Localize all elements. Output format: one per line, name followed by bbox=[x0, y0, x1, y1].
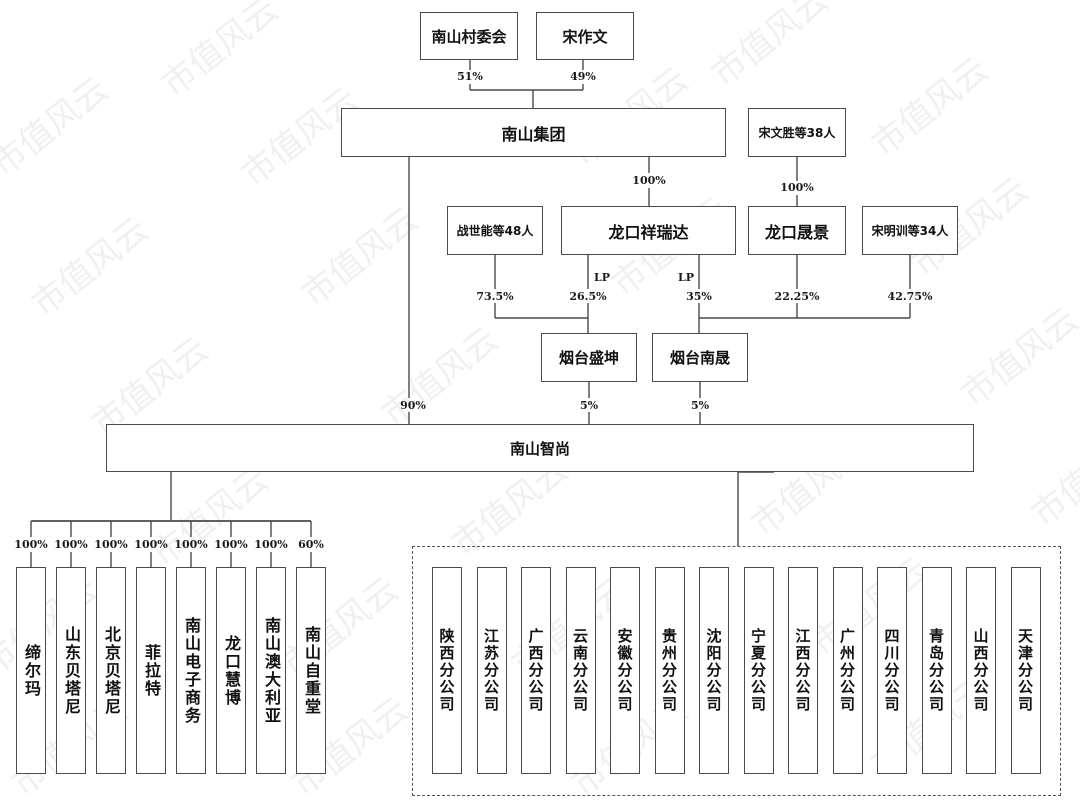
node-label: 天津分公司 bbox=[1016, 628, 1034, 713]
branch-office-box: 安徽分公司 bbox=[610, 567, 640, 774]
node-label: 烟台盛坤 bbox=[558, 349, 619, 367]
company-longkou-chengjing: 龙口晟景 bbox=[748, 206, 846, 255]
subsidiary-box: 龙口慧博 bbox=[216, 567, 246, 774]
branch-office-box: 四川分公司 bbox=[877, 567, 907, 774]
subsidiary-box: 南山自重堂 bbox=[296, 567, 326, 774]
ownership-pct: 49% bbox=[570, 70, 596, 83]
ownership-pct: 5% bbox=[579, 399, 599, 412]
ownership-pct: 22.25% bbox=[774, 290, 820, 303]
node-label: 山西分公司 bbox=[971, 628, 990, 713]
node-label: 南山智尚 bbox=[509, 439, 570, 458]
branch-office-box: 天津分公司 bbox=[1010, 567, 1041, 774]
branch-office-box: 江西分公司 bbox=[788, 567, 818, 774]
node-label: 烟台南晟 bbox=[669, 349, 730, 367]
ownership-pct: 26.5% bbox=[569, 290, 607, 303]
node-label: 青岛分公司 bbox=[927, 628, 945, 713]
company-nanshan-zhishang: 南山智尚 bbox=[106, 424, 974, 472]
subsidiary-box: 菲拉特 bbox=[136, 567, 166, 774]
node-label: 四川分公司 bbox=[882, 628, 901, 713]
node-label: 龙口慧博 bbox=[222, 634, 241, 707]
ownership-pct: 100% bbox=[54, 538, 88, 551]
branch-office-box: 陕西分公司 bbox=[432, 567, 462, 774]
node-label: 广西分公司 bbox=[526, 628, 545, 713]
branch-office-box: 沈阳分公司 bbox=[699, 567, 729, 774]
node-label: 龙口晟景 bbox=[764, 222, 829, 242]
node-label: 南山澳大利亚 bbox=[262, 616, 281, 725]
ownership-pct: 100% bbox=[14, 538, 48, 551]
node-label: 菲拉特 bbox=[142, 643, 161, 698]
node-label: 南山电子商务 bbox=[182, 616, 201, 725]
ownership-pct: 100% bbox=[134, 538, 168, 551]
ownership-pct: 100% bbox=[632, 174, 666, 187]
node-label: 江苏分公司 bbox=[482, 628, 500, 713]
node-label: 龙口祥瑞达 bbox=[608, 222, 689, 242]
ownership-pct: 73.5% bbox=[476, 290, 514, 303]
subsidiary-box: 南山澳大利亚 bbox=[256, 567, 286, 774]
node-label: 陕西分公司 bbox=[437, 628, 456, 713]
ownership-pct: 100% bbox=[174, 538, 208, 551]
company-yantai-shengkun: 烟台盛坤 bbox=[541, 333, 637, 382]
branch-office-box: 青岛分公司 bbox=[921, 567, 952, 774]
node-label: 宁夏分公司 bbox=[749, 628, 767, 713]
ownership-pct: 42.75% bbox=[887, 290, 933, 303]
node-label: 贵州分公司 bbox=[660, 628, 678, 713]
ownership-pct: 51% bbox=[457, 70, 483, 83]
shareholder-song-zuowen: 宋作文 bbox=[536, 12, 634, 60]
ownership-pct: 100% bbox=[254, 538, 288, 551]
branch-office-box: 贵州分公司 bbox=[654, 567, 685, 774]
node-label: 沈阳分公司 bbox=[704, 628, 723, 713]
ownership-pct: 100% bbox=[94, 538, 128, 551]
branch-office-box: 宁夏分公司 bbox=[743, 567, 774, 774]
subsidiary-box: 缔尔玛 bbox=[16, 567, 46, 774]
ownership-pct: 35% bbox=[686, 290, 712, 303]
node-label: 南山集团 bbox=[501, 124, 566, 144]
ownership-pct: 100% bbox=[780, 181, 814, 194]
node-label: 北京贝塔尼 bbox=[102, 625, 121, 716]
node-label: 江西分公司 bbox=[793, 628, 812, 713]
shareholder-nanshan-village-committee: 南山村委会 bbox=[420, 12, 518, 60]
ownership-pct: 100% bbox=[214, 538, 248, 551]
branch-office-box: 广西分公司 bbox=[521, 567, 551, 774]
subsidiary-box: 山东贝塔尼 bbox=[56, 567, 86, 774]
branch-office-box: 广州分公司 bbox=[832, 567, 863, 774]
company-longkou-xiangruida: 龙口祥瑞达 bbox=[561, 206, 736, 255]
shareholder-song-wensheng-group: 宋文胜等38人 bbox=[748, 108, 846, 157]
node-label: 缔尔玛 bbox=[22, 643, 41, 698]
node-label: 宋作文 bbox=[562, 27, 608, 46]
lp-label: LP bbox=[677, 271, 695, 284]
company-yantai-nansheng: 烟台南晟 bbox=[652, 333, 748, 382]
node-label: 云南分公司 bbox=[571, 628, 589, 713]
node-label: 广州分公司 bbox=[838, 628, 856, 713]
lp-label: LP bbox=[593, 271, 611, 284]
branch-office-box: 江苏分公司 bbox=[476, 567, 507, 774]
shareholder-zhan-shineng-group: 战世能等48人 bbox=[447, 206, 543, 255]
ownership-pct: 90% bbox=[400, 399, 426, 412]
node-label: 宋文胜等38人 bbox=[758, 126, 836, 140]
node-label: 南山村委会 bbox=[431, 27, 507, 46]
company-nanshan-group: 南山集团 bbox=[341, 108, 726, 157]
node-label: 南山自重堂 bbox=[302, 625, 321, 716]
ownership-pct: 5% bbox=[690, 399, 710, 412]
shareholder-song-mingxun-group: 宋明训等34人 bbox=[862, 206, 958, 255]
node-label: 宋明训等34人 bbox=[871, 224, 949, 238]
node-label: 安徽分公司 bbox=[615, 628, 634, 713]
node-label: 山东贝塔尼 bbox=[62, 625, 81, 716]
ownership-pct: 60% bbox=[298, 538, 324, 551]
subsidiary-box: 南山电子商务 bbox=[176, 567, 206, 774]
node-label: 战世能等48人 bbox=[456, 224, 534, 238]
branch-offices-container bbox=[412, 546, 1061, 796]
subsidiary-box: 北京贝塔尼 bbox=[96, 567, 126, 774]
branch-office-box: 云南分公司 bbox=[565, 567, 596, 774]
branch-office-box: 山西分公司 bbox=[966, 567, 996, 774]
